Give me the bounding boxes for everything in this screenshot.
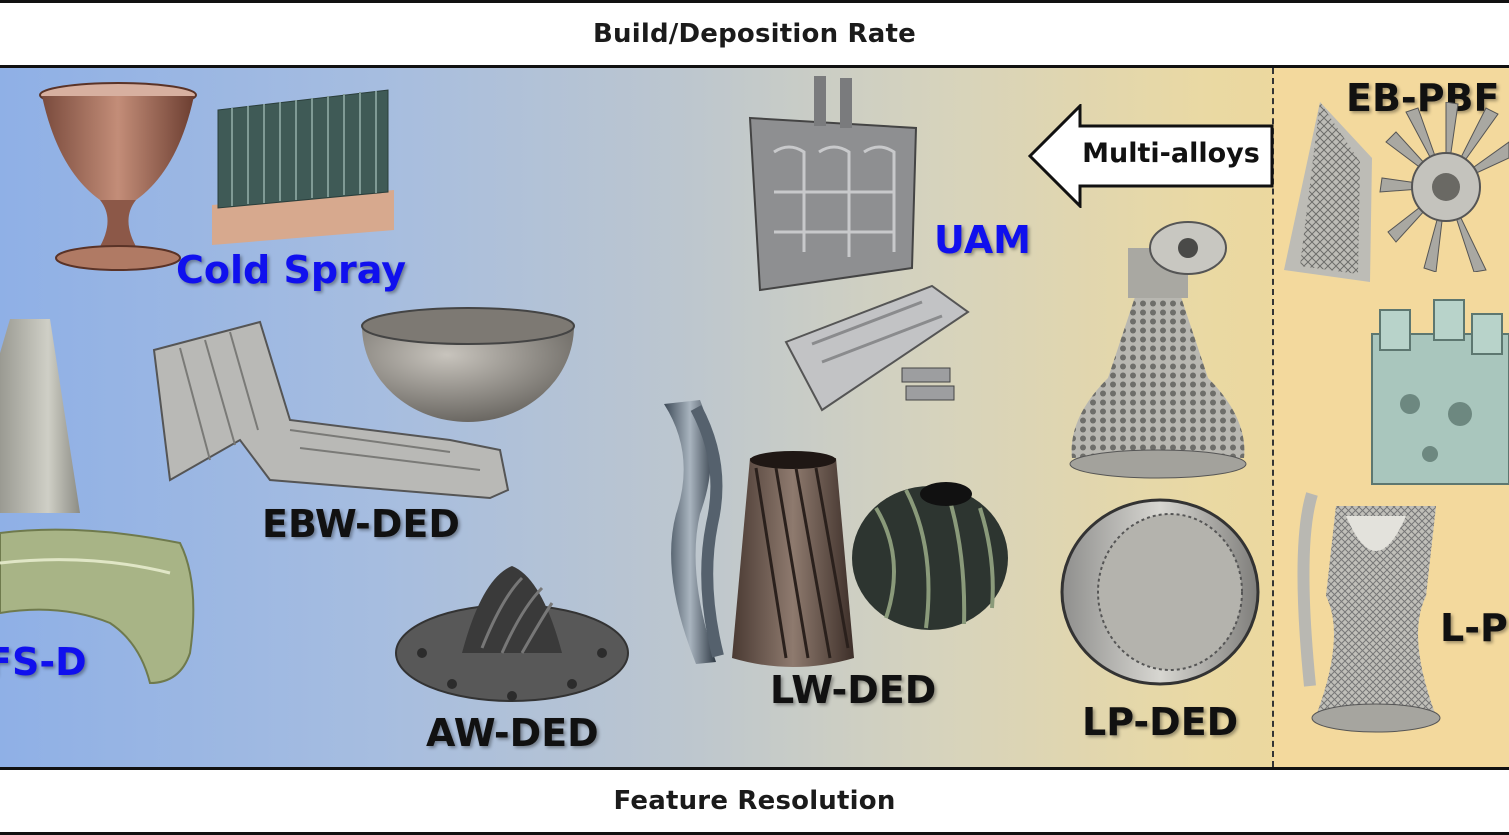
ebw-ded-bracket-image [152,320,510,500]
twisted-tube-image [664,400,724,664]
fs-d-part-image [0,528,195,685]
fs-d-label: FS-D [0,640,87,684]
build-rate-title: Build/Deposition Rate [593,19,916,49]
ebw-ded-label: EBW-DED [262,502,460,546]
left-arrow-icon [1027,102,1274,210]
cold-spray-label: Cold Spray [176,248,407,292]
cooling-block-image [784,284,970,412]
spiral-impeller-image [852,482,1008,630]
bottom-axis-bar: Feature Resolution [0,767,1509,835]
dashed-divider [1272,68,1274,767]
heat-sink-image [212,89,394,245]
uam-label: UAM [934,218,1031,262]
l-pbf-manifold-image [1371,299,1509,485]
process-comparison-panel: Cold Spray FS-D EBW-DED AW-DED [0,68,1509,767]
feature-resolution-title: Feature Resolution [613,786,896,816]
eb-pbf-cone-section-image [1284,102,1372,282]
eb-pbf-turbine-image [1379,102,1509,272]
multi-alloys-arrow: Multi-alloys [1027,102,1278,210]
hemisphere-bowl-image [361,307,575,422]
lw-ded-label: LW-DED [770,668,937,712]
cold-spray-goblet-image [39,82,197,271]
lp-ded-label: LP-DED [1082,700,1239,744]
l-pbf-nozzle-image [1297,492,1441,733]
eb-pbf-label: EB-PBF [1346,76,1500,120]
l-pbf-label: L-P [1440,606,1508,650]
fluted-cone-image [732,451,854,667]
top-axis-bar: Build/Deposition Rate [0,0,1509,68]
aw-ded-impeller-image [395,566,629,702]
aw-ded-label: AW-DED [426,711,599,755]
uam-plate-image [748,76,918,292]
lp-ded-ring-image [1060,498,1260,686]
multi-alloys-label: Multi-alloys [1082,138,1260,169]
lattice-nozzle-image [1069,221,1247,479]
cone-part-image [0,319,80,513]
